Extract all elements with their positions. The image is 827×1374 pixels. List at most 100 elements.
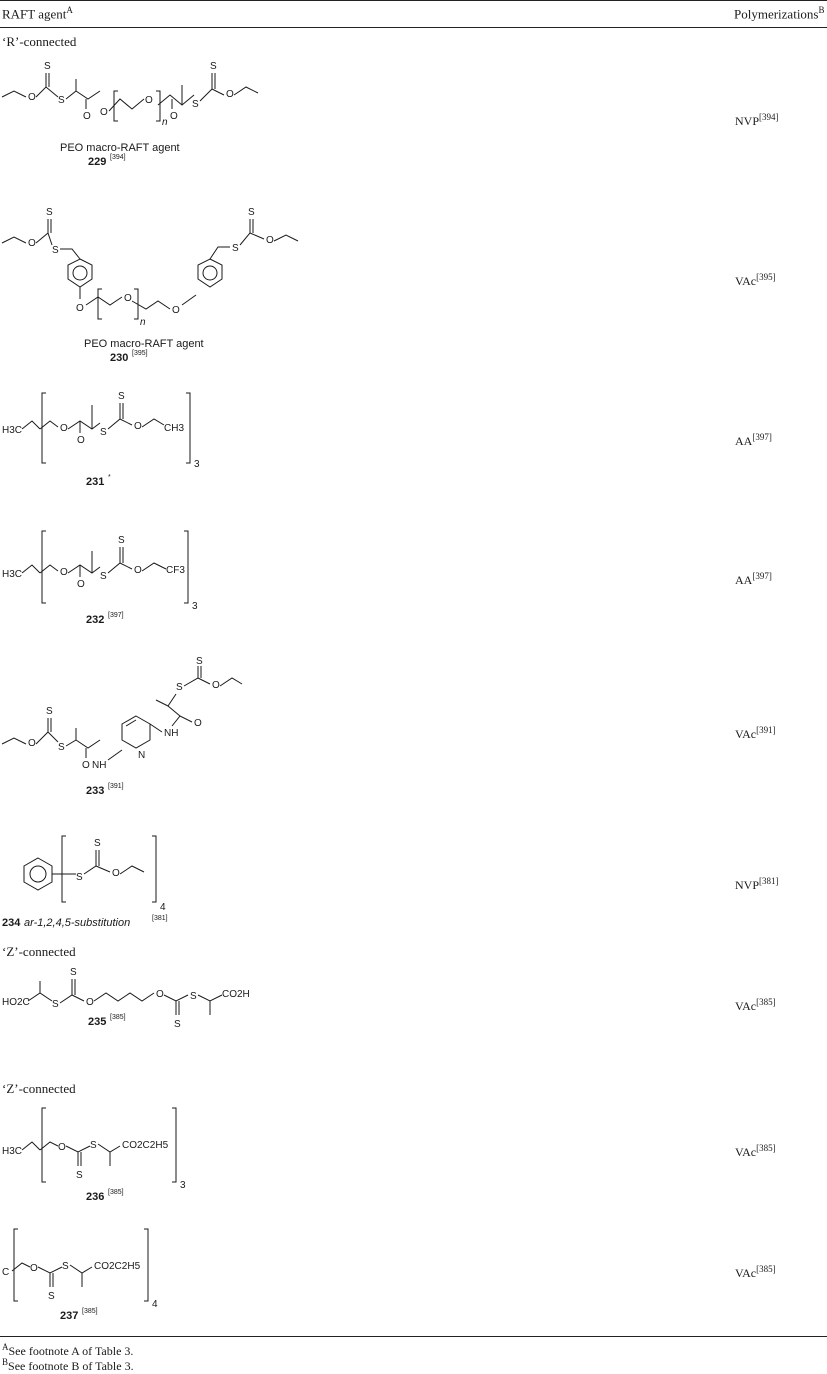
footnote-text: See footnote B of Table 3.	[8, 1359, 134, 1373]
benzene-ring	[23, 857, 53, 891]
benzene-ring	[67, 258, 93, 288]
structure-232: H3C O O S S O CF3 3 232[397]	[2, 530, 198, 626]
bond	[131, 300, 171, 310]
bond	[239, 219, 251, 246]
bracket	[152, 835, 157, 903]
poly-text: VAc	[735, 274, 757, 288]
bond	[65, 728, 77, 747]
section-r-connected: ‘R’-connected	[2, 34, 77, 49]
bond	[21, 420, 41, 430]
compound-number: 236	[86, 1191, 104, 1203]
atom-s: S	[46, 207, 53, 218]
atom-cf3: CF3	[166, 565, 185, 576]
atom-s: S	[52, 999, 59, 1010]
atom-s: S	[232, 243, 239, 254]
atom-s: S	[100, 571, 107, 582]
bond	[149, 723, 163, 733]
pyridine-ring	[121, 715, 151, 749]
caption: PEO macro-RAFT agent	[60, 142, 180, 154]
header-sup: B	[818, 5, 825, 15]
bond	[47, 731, 59, 743]
bracket	[41, 392, 46, 464]
bracket	[41, 1107, 46, 1183]
aromatic-circle	[72, 265, 88, 281]
compound-ref: [385]	[110, 1014, 126, 1021]
caption: PEO macro-RAFT agent	[84, 338, 204, 350]
bond	[181, 294, 197, 306]
structure-231: H3C O O S S O CH3 3 231*	[2, 391, 200, 488]
bond	[21, 564, 41, 574]
bond	[93, 992, 155, 1002]
poly-ref: [397]	[752, 571, 772, 581]
poly-text: NVP	[735, 114, 760, 128]
bond	[197, 994, 223, 1002]
bond	[141, 562, 167, 572]
atom-s: S	[100, 427, 107, 438]
subscript-3: 3	[192, 601, 198, 612]
bond	[155, 699, 169, 707]
bracket	[61, 835, 66, 903]
footnote-a: ASee footnote A of Table 3.	[2, 1342, 133, 1359]
atom-o: O	[77, 579, 85, 590]
bond	[65, 79, 77, 100]
bond	[107, 749, 123, 761]
atom-s: S	[210, 61, 217, 72]
structure-233: O S S O NH N NH O S S O 233[391]	[1, 656, 243, 797]
atom-o: O	[134, 565, 142, 576]
compound-number: 232	[86, 614, 104, 626]
poly-ref: [395]	[756, 272, 776, 282]
bond	[65, 1145, 91, 1153]
atom-o: O	[28, 92, 36, 103]
caption: ar-1,2,4,5-substitution	[24, 917, 130, 929]
compound-number: 237	[60, 1310, 78, 1322]
footnote-sup: B	[2, 1357, 9, 1367]
poly-text: NVP	[735, 878, 760, 892]
atom-s: S	[192, 99, 199, 110]
atom-o: O	[156, 989, 164, 1000]
structure-234: S S O 4 234 ar-1,2,4,5-substitution [381…	[2, 835, 168, 929]
bond	[163, 994, 189, 1002]
atom-s: S	[94, 838, 101, 849]
bond	[199, 88, 225, 102]
atom-s: S	[90, 1140, 97, 1151]
header-text: Polymerizations	[734, 6, 819, 22]
polymerization-237: VAc[385]	[735, 1264, 776, 1281]
poly-text: VAc	[735, 1266, 757, 1280]
bond	[60, 248, 81, 260]
atom-o: O	[30, 1263, 38, 1274]
polymerization-235: VAc[385]	[735, 997, 776, 1014]
subscript-4: 4	[160, 902, 166, 913]
atom-o: O	[77, 435, 85, 446]
footnote-text: See footnote A of Table 3.	[8, 1344, 134, 1358]
poly-text: AA	[735, 573, 753, 587]
bond	[83, 865, 111, 875]
atom-o: O	[170, 111, 178, 122]
atom-co2c2h5: CO2C2H5	[122, 1140, 169, 1151]
atom-s: S	[62, 1261, 69, 1272]
footnote-b: BSee footnote B of Table 3.	[2, 1357, 134, 1374]
atom-o: O	[172, 305, 180, 316]
atom-o: O	[58, 1142, 66, 1153]
polymerization-232: AA[397]	[735, 571, 772, 588]
aromatic-circle	[202, 265, 218, 281]
bracket	[144, 1228, 149, 1302]
atom-s: S	[118, 391, 125, 402]
repeat-n: n	[140, 317, 146, 328]
bracket	[186, 392, 191, 464]
subscript-4: 4	[152, 1299, 158, 1310]
poly-ref: [385]	[756, 997, 776, 1007]
atom-o: O	[212, 680, 220, 691]
atom-ch3: CH3	[164, 423, 184, 434]
bond	[273, 234, 299, 242]
atom-ho2c: HO2C	[2, 997, 30, 1008]
bond	[21, 1141, 41, 1151]
bond	[67, 420, 101, 430]
bond	[75, 739, 101, 749]
compound-number: 231	[86, 476, 104, 488]
bond	[157, 94, 195, 106]
bond	[125, 719, 137, 727]
atom-co2h: CO2H	[222, 989, 250, 1000]
atom-s: S	[118, 535, 125, 546]
poly-text: AA	[735, 434, 753, 448]
bond	[47, 232, 53, 246]
